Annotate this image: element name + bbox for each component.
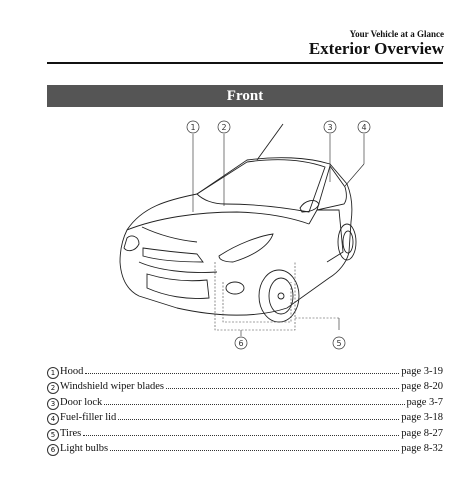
legend-row: 1 Hood page 3-19 [47, 364, 443, 379]
car-body-outline [119, 157, 353, 316]
item-number: 5 [47, 428, 59, 441]
section-banner: Front [47, 85, 443, 107]
headlamp-left [123, 235, 140, 252]
windshield [196, 159, 326, 213]
page-ref: page 8-20 [401, 381, 443, 393]
dot-leader [110, 441, 400, 452]
dot-leader [104, 395, 405, 405]
item-number: 1 [47, 367, 59, 379]
dot-leader [165, 379, 400, 390]
car-front-illustration: 1 2 3 4 5 6 [47, 112, 443, 358]
legend-row: 5 Tires page 8-27 [47, 426, 443, 441]
page-ref: page 3-18 [401, 412, 443, 424]
page-ref: page 8-27 [401, 427, 443, 439]
item-label: Light bulbs [60, 443, 109, 455]
callout-5: 5 [336, 339, 341, 348]
page-ref: page 3-7 [406, 396, 443, 408]
header-rule [47, 62, 443, 64]
callout-2: 2 [221, 123, 226, 132]
upper-grille [142, 247, 204, 263]
fog-lamp [225, 281, 245, 295]
antenna [256, 123, 284, 161]
legend-row: 4 Fuel-filler lid page 3-18 [47, 410, 443, 426]
item-number: 4 [47, 413, 59, 426]
side-window [316, 164, 347, 211]
headlamp-right [218, 233, 274, 263]
callout-3: 3 [327, 123, 332, 132]
section-name: Your Vehicle at a Glance [349, 29, 444, 39]
dot-leader [118, 410, 400, 421]
legend-row: 2 Windshield wiper blades page 8-20 [47, 379, 443, 395]
lower-grille [146, 273, 210, 299]
item-number: 6 [47, 444, 59, 457]
legend-row: 3 Door lock page 3-7 [47, 395, 443, 410]
parts-legend: 1 Hood page 3-19 2 Windshield wiper blad… [47, 364, 443, 457]
side-mirror [299, 200, 320, 213]
dot-leader [85, 364, 400, 374]
dot-leader [83, 426, 400, 436]
item-number: 2 [47, 382, 59, 395]
legend-row: 6 Light bulbs page 8-32 [47, 441, 443, 457]
item-label: Windshield wiper blades [60, 381, 164, 393]
item-label: Tires [60, 427, 82, 439]
item-label: Door lock [60, 396, 103, 408]
callout-1: 1 [190, 123, 195, 132]
callout-6: 6 [238, 339, 243, 348]
callout-4: 4 [361, 123, 366, 132]
item-number: 3 [47, 397, 59, 410]
page-ref: page 8-32 [401, 443, 443, 455]
rear-tire [337, 223, 357, 261]
car-diagram: 1 2 3 4 5 6 [119, 120, 371, 350]
item-label: Fuel-filler lid [60, 412, 117, 424]
page-ref: page 3-19 [401, 366, 443, 377]
item-label: Hood [60, 366, 84, 377]
page-title: Exterior Overview [308, 39, 444, 58]
